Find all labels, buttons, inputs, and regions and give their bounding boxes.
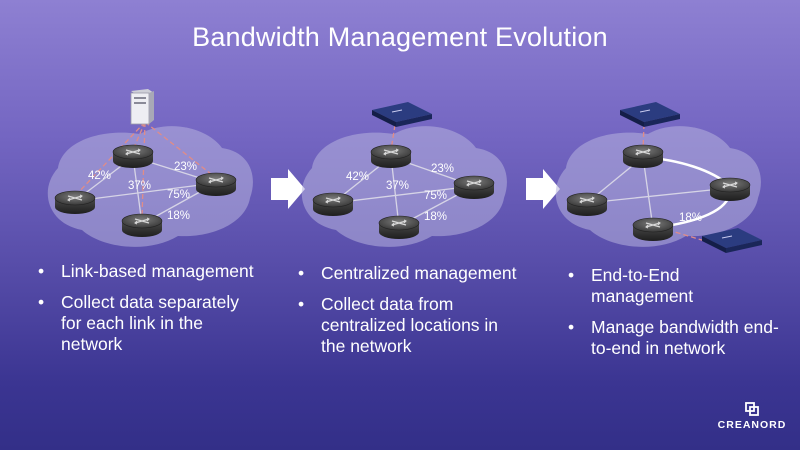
network-cloud xyxy=(301,126,507,247)
router-icon xyxy=(453,175,495,200)
bullet-item: •Collect data from centralized locations… xyxy=(298,294,499,356)
router-icon xyxy=(112,144,154,169)
network-cloud xyxy=(47,126,253,247)
router-icon xyxy=(370,144,412,169)
link-utilization-label: 37% xyxy=(386,180,409,192)
panel-1-bullets: •Link-based management •Collect data sep… xyxy=(38,261,258,365)
router-icon xyxy=(566,192,608,217)
link-utilization-label: 23% xyxy=(174,161,197,173)
bullet-item: •Centralized management xyxy=(298,263,517,283)
panel-3-end-to-end-diagram: 18% xyxy=(555,101,763,254)
link-utilization-label: 18% xyxy=(167,210,190,222)
router-icon xyxy=(312,192,354,217)
router-icon xyxy=(54,190,96,215)
link-utilization-label: 37% xyxy=(128,180,151,192)
bullet-item: •Collect data separately for each link i… xyxy=(38,292,240,354)
router-icon xyxy=(121,213,163,238)
link-utilization-label: 42% xyxy=(346,171,369,183)
link-utilization-label: 75% xyxy=(424,190,447,202)
server-tower-icon xyxy=(130,89,154,125)
controller-appliance-icon xyxy=(371,101,433,128)
arrow-right-icon xyxy=(526,169,560,209)
slide-title: Bandwidth Management Evolution xyxy=(192,22,608,52)
network-cloud xyxy=(555,126,761,247)
router-icon xyxy=(622,144,664,169)
router-icon xyxy=(632,217,674,242)
router-icon xyxy=(378,215,420,240)
link-utilization-label: 18% xyxy=(424,211,447,223)
arrow-right-icon xyxy=(271,169,305,209)
bullet-item: •End-to-End management xyxy=(568,265,694,306)
link-utilization-label: 18% xyxy=(679,212,702,224)
creanord-logo: CREANORD xyxy=(712,402,792,431)
link-utilization-label: 75% xyxy=(167,189,190,201)
link-utilization-label: 42% xyxy=(88,170,111,182)
router-icon xyxy=(709,177,751,202)
panel-1-link-based-diagram: 42% 37% 23% 75% 18% xyxy=(47,89,253,247)
creanord-logo-icon xyxy=(745,402,759,416)
controller-appliance-icon xyxy=(619,101,681,128)
router-icon xyxy=(195,172,237,197)
panel-3-bullets: •End-to-End management •Manage bandwidth… xyxy=(568,265,783,369)
logo-text: CREANORD xyxy=(717,419,787,431)
bullet-item: •Manage bandwidth end-to-end in network xyxy=(568,317,779,358)
link-utilization-label: 23% xyxy=(431,163,454,175)
bullet-item: •Link-based management xyxy=(38,261,254,281)
panel-2-bullets: •Centralized management •Collect data fr… xyxy=(298,263,523,367)
panel-2-centralized-diagram: 42% 37% 23% 75% 18% xyxy=(301,101,507,247)
